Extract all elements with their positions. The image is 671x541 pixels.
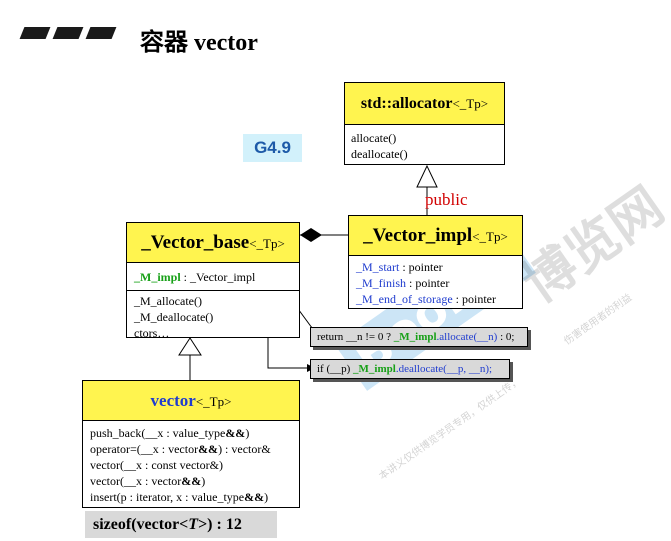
inheritance-arrow-icon (178, 337, 202, 356)
field-type: : _Vector_impl (183, 270, 256, 284)
page-title: 容器 vector (140, 30, 258, 56)
class-vector-impl: _Vector_impl<_Tp> _M_start : pointer _M_… (348, 215, 523, 309)
class-header: _Vector_base<_Tp> (127, 223, 299, 263)
method-item: push_back(__x : value_type&&) (90, 426, 250, 440)
class-header: vector<_Tp> (83, 381, 299, 421)
member-type: : pointer (402, 260, 443, 274)
member-name: _M_start (356, 260, 400, 274)
inheritance-arrow-icon (416, 164, 438, 188)
method-item: vector(__x : const vector&) (90, 458, 223, 472)
method-item: _M_allocate() (134, 294, 202, 308)
method-item: vector(__x : vector&&) (90, 474, 206, 488)
class-vector: vector<_Tp> push_back(__x : value_type&&… (82, 380, 300, 508)
method-item: ctors… (134, 326, 170, 340)
class-name: vector (150, 391, 196, 410)
member-list: _M_start : pointer _M_finish : pointer _… (349, 256, 522, 310)
composition-diamond-icon (300, 228, 322, 242)
method-item: operator=(__x : vector&&) : vector& (90, 442, 271, 456)
template-param: <_Tp> (195, 394, 232, 409)
sizeof-label: sizeof(vector<T>) : 12 (85, 511, 277, 538)
deallocate-code-note: if (__p) _M_impl.deallocate(__p, __n); (310, 359, 510, 379)
class-header: _Vector_impl<_Tp> (349, 216, 522, 256)
class-vector-base: _Vector_base<_Tp> _M_impl : _Vector_impl… (126, 222, 300, 340)
class-std-allocator: std::allocator<_Tp> allocate() deallocat… (344, 82, 505, 165)
member-name: _M_finish (356, 276, 407, 290)
class-name: _Vector_base (141, 232, 250, 253)
allocate-code-note: return __n != 0 ? _M_impl.allocate(__n) … (310, 327, 528, 347)
class-name: std::allocator (360, 95, 453, 112)
class-header: std::allocator<_Tp> (345, 83, 504, 125)
method-list: push_back(__x : value_type&&) operator=(… (83, 421, 299, 509)
method-list: allocate() deallocate() (345, 125, 504, 167)
method-item: insert(p : iterator, x : value_type&&) (90, 490, 269, 504)
method-item: deallocate() (351, 147, 408, 161)
version-badge: G4.9 (243, 134, 302, 162)
field-list: _M_impl : _Vector_impl (127, 263, 299, 291)
member-type: : pointer (455, 292, 496, 306)
member-item: _M_finish : pointer (356, 275, 515, 291)
field-item: _M_impl : _Vector_impl (134, 269, 292, 285)
field-name: _M_impl (134, 270, 181, 284)
member-item: _M_end_of_storage : pointer (356, 291, 515, 307)
member-type: : pointer (409, 276, 450, 290)
method-item: allocate() (351, 131, 397, 145)
public-inheritance-label: public (425, 190, 468, 209)
method-list: _M_allocate() _M_deallocate() ctors… (127, 291, 299, 343)
member-item: _M_start : pointer (356, 259, 515, 275)
template-param: <_Tp> (452, 96, 489, 111)
template-param: <_Tp> (249, 236, 285, 251)
method-item: _M_deallocate() (134, 310, 214, 324)
member-name: _M_end_of_storage (356, 292, 453, 306)
template-param: <_Tp> (472, 229, 508, 244)
class-name: _Vector_impl (363, 225, 473, 246)
